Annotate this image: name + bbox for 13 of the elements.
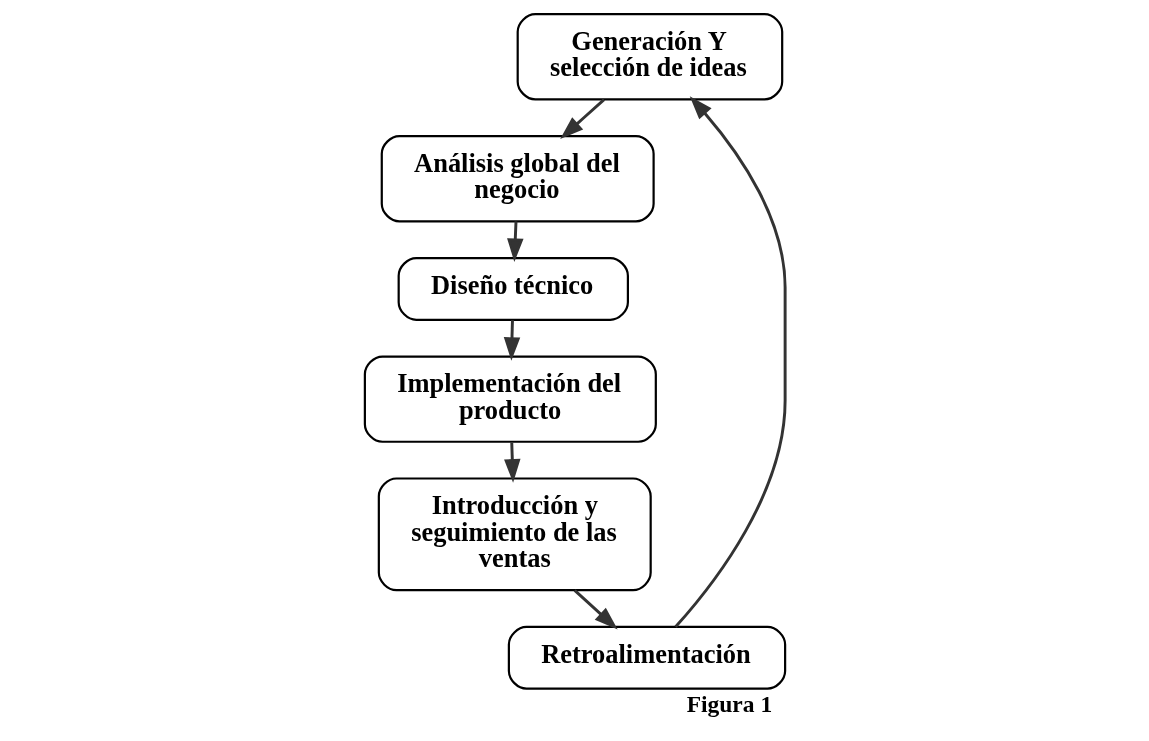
node-box: Análisis global del negocio — [380, 135, 655, 223]
arrow — [559, 98, 605, 140]
node-box: Diseño técnico — [397, 257, 629, 321]
node-box: Retroalimentación — [507, 625, 786, 690]
node-box: Generación Y selección de ideas — [516, 13, 783, 101]
arrow — [674, 96, 787, 628]
node-box: Introducción y seguimiento de las ventas — [377, 477, 652, 592]
arrow — [503, 442, 521, 483]
arrow — [506, 221, 524, 263]
caption: Figura 1 — [686, 690, 772, 717]
arrow — [503, 320, 520, 361]
arrow — [573, 589, 618, 630]
node-box: Implementación del producto — [363, 355, 657, 443]
